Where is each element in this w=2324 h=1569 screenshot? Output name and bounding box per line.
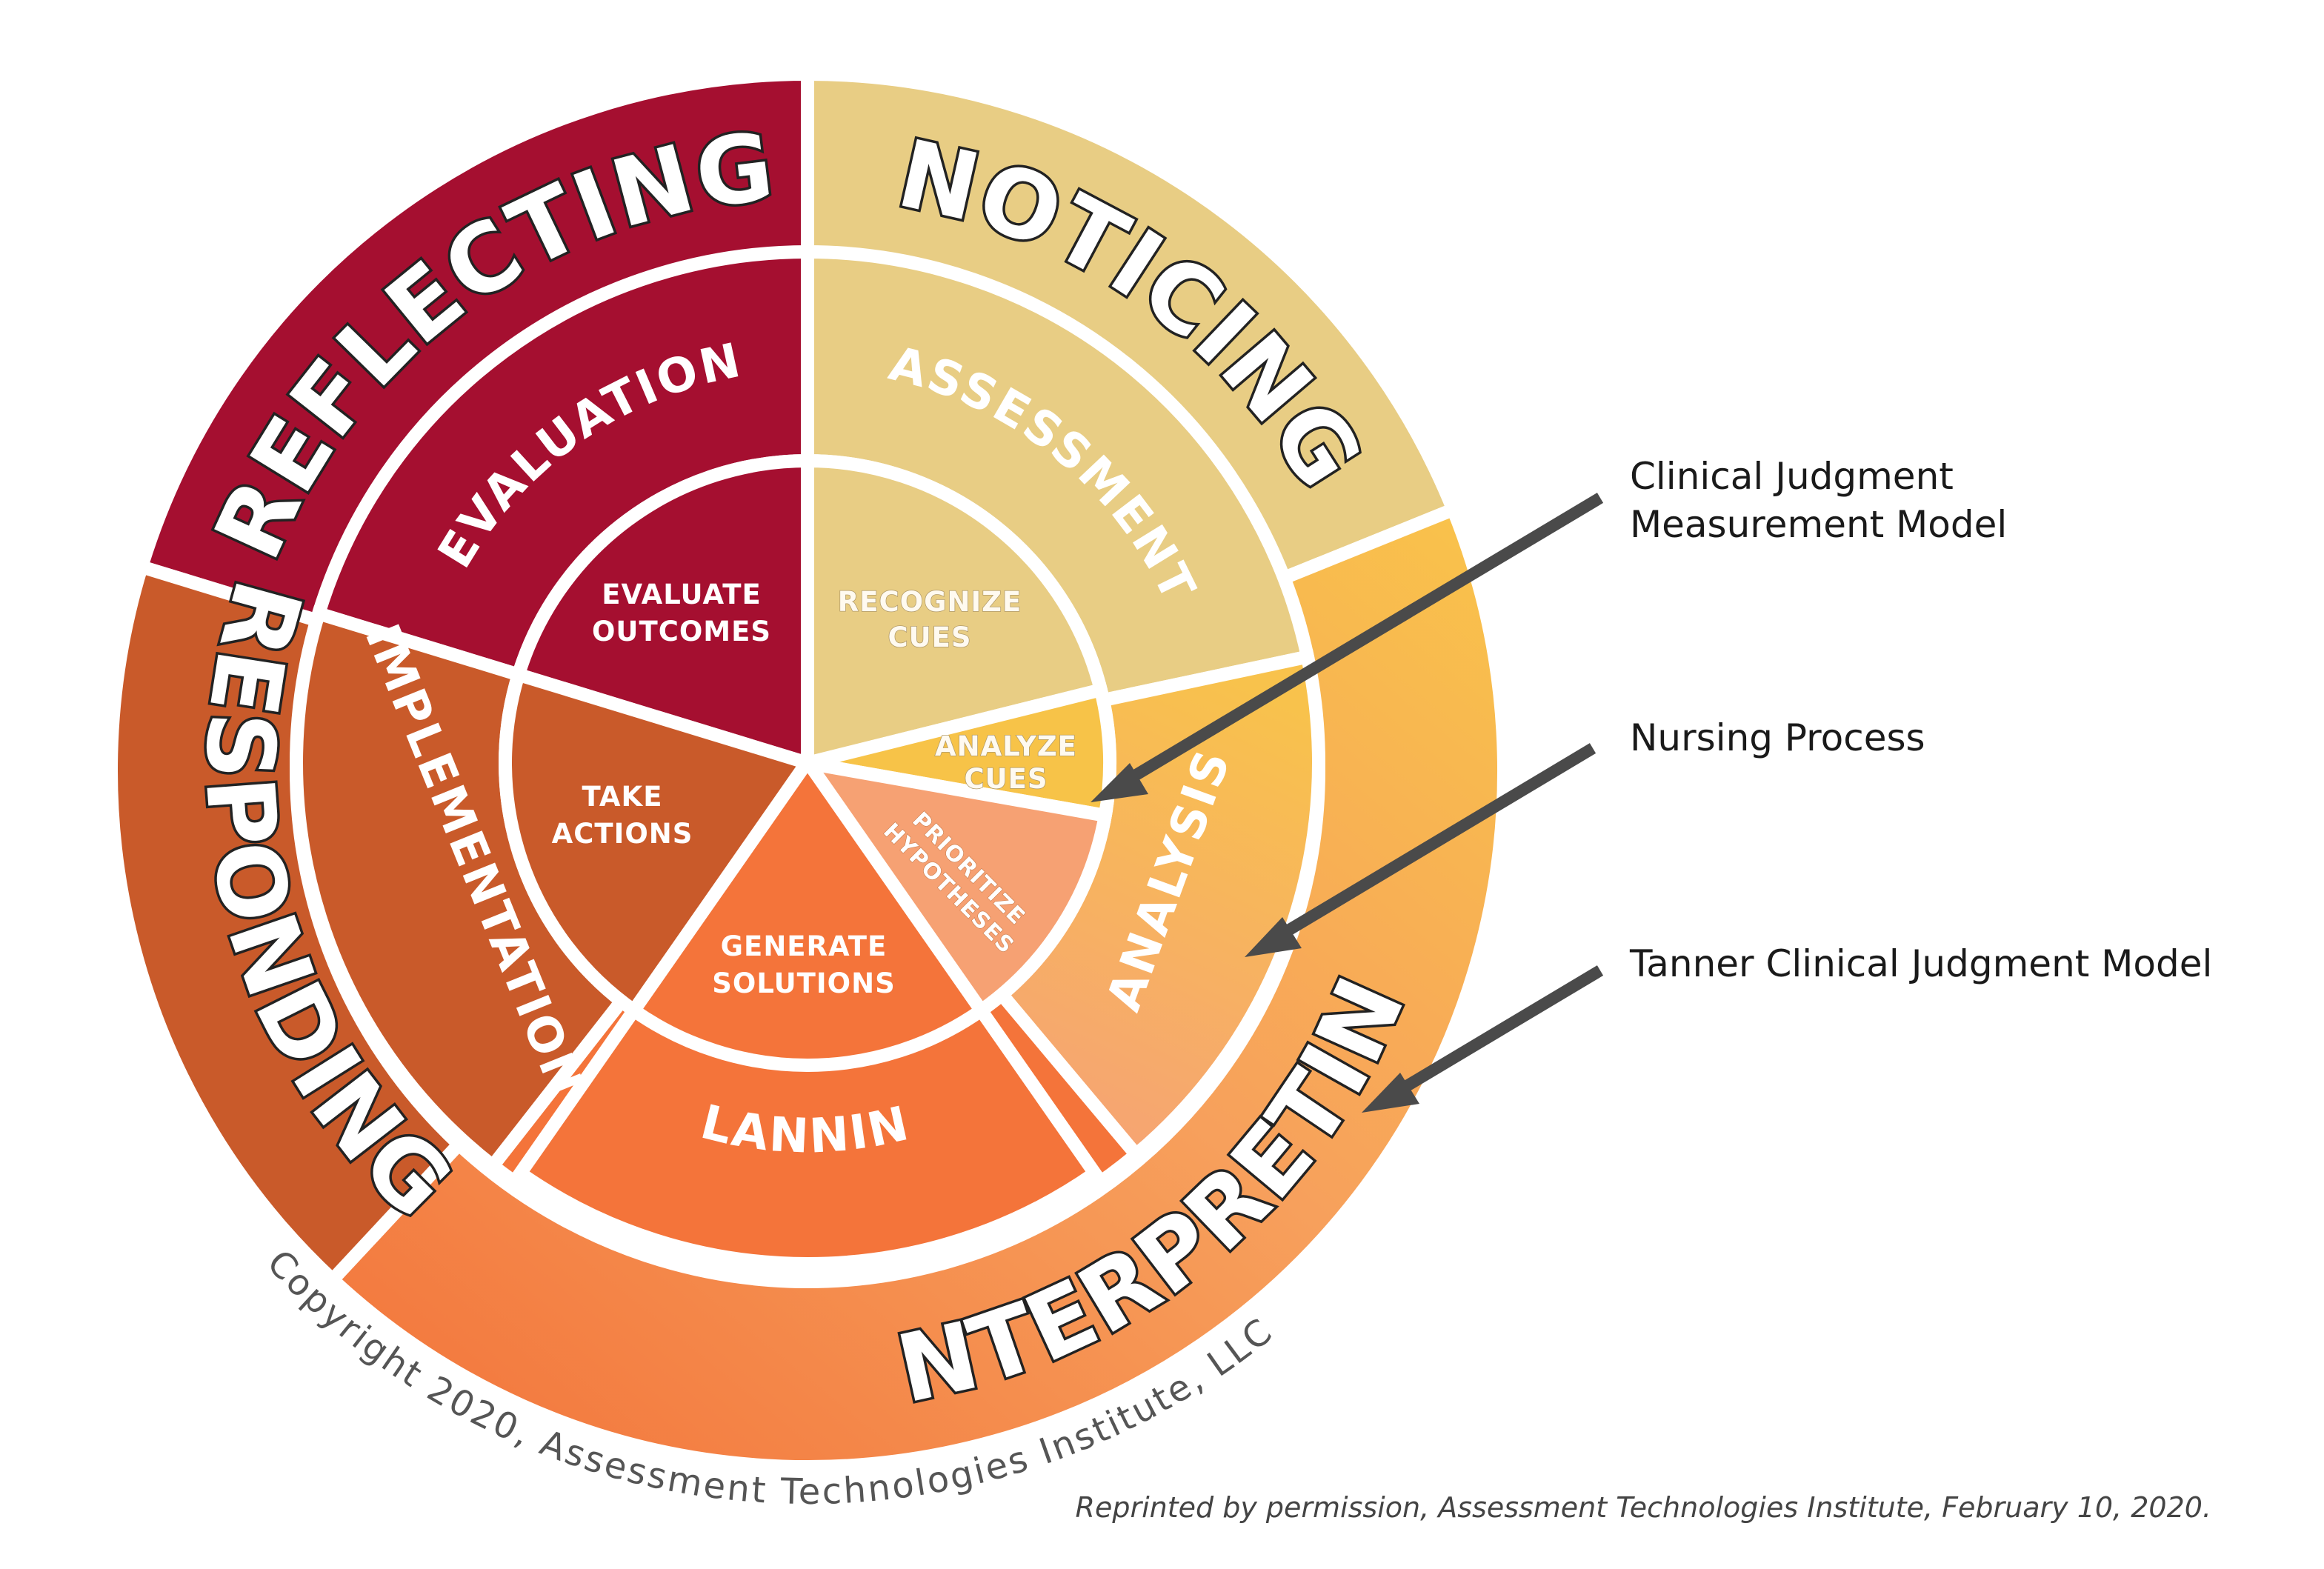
- svg-text:TAKE: TAKE: [582, 781, 663, 813]
- svg-text:ANALYZE: ANALYZE: [935, 730, 1077, 762]
- svg-text:ACTIONS: ACTIONS: [552, 818, 693, 850]
- recognize-cues-label: RECOGNIZE CUES: [837, 585, 1022, 654]
- svg-text:OUTCOMES: OUTCOMES: [592, 616, 771, 647]
- inner-ring-divider: [630, 1005, 985, 1072]
- generate-solutions-label: GENERATE SOLUTIONS: [712, 930, 895, 999]
- svg-text:RECOGNIZE: RECOGNIZE: [838, 586, 1022, 618]
- cjmm-arrow: [1111, 493, 1604, 793]
- recognize-cues-segment: [801, 453, 1109, 772]
- cjmm-legend-label-line1: Clinical Judgment: [1630, 455, 1954, 498]
- take-actions-segment: [499, 666, 819, 1020]
- analyze-cues-label: ANALYZE CUES: [934, 730, 1077, 796]
- take-actions-label: TAKE ACTIONS: [552, 781, 693, 850]
- cjmm-arrowhead: [1091, 763, 1148, 802]
- generate-solutions-triangle: [510, 750, 1105, 1270]
- reprint-note: Reprinted by permission, Assessment Tech…: [1076, 1491, 2211, 1524]
- nursing-process-arrowhead: [1245, 917, 1302, 957]
- tanner-arrowhead: [1362, 1073, 1419, 1113]
- inner-ring: [499, 453, 1116, 1270]
- svg-text:CUES: CUES: [964, 763, 1048, 795]
- tanner-legend-label: Tanner Clinical Judgment Model: [1629, 942, 2212, 985]
- svg-text:EVALUATE: EVALUATE: [602, 579, 761, 610]
- svg-text:CUES: CUES: [888, 622, 971, 653]
- nursing-process-arrow: [1265, 743, 1596, 947]
- wheel: [104, 67, 1511, 1473]
- tanner-arrow: [1383, 965, 1604, 1103]
- cjmm-legend-label-line2: Measurement Model: [1630, 503, 2007, 546]
- legend: Clinical Judgment Measurement Model Nurs…: [1091, 455, 2212, 1113]
- prioritize-hypotheses-segment: [793, 753, 1113, 1020]
- evaluate-outcomes-segment: [510, 453, 814, 773]
- evaluate-outcomes-label: EVALUATE OUTCOMES: [592, 579, 771, 647]
- nursing-process-legend-label: Nursing Process: [1630, 716, 1925, 759]
- svg-text:SOLUTIONS: SOLUTIONS: [712, 967, 895, 999]
- svg-text:GENERATE: GENERATE: [721, 930, 888, 962]
